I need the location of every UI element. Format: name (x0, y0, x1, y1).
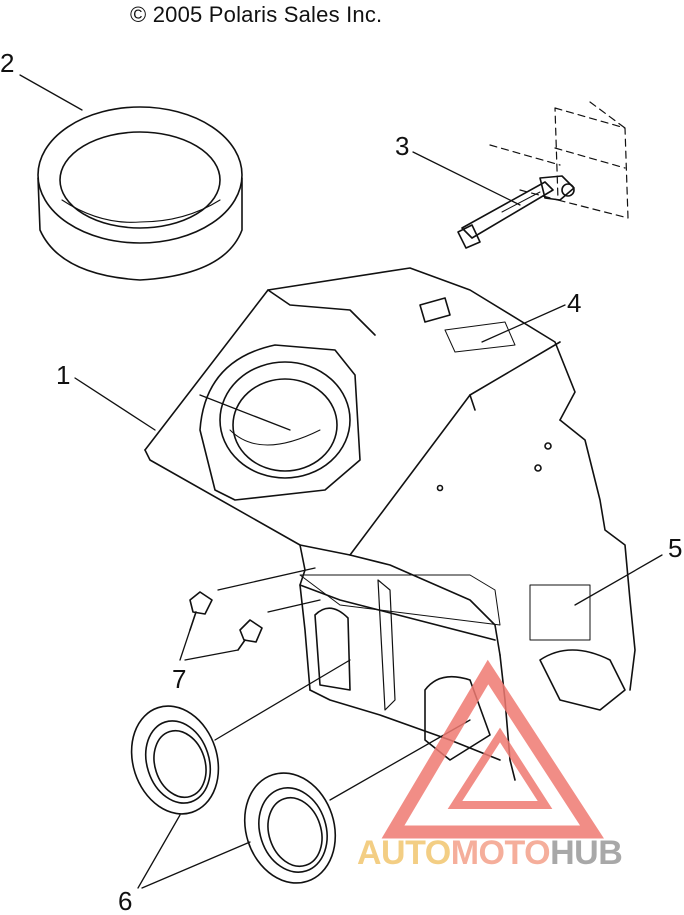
callout-2: 2 (0, 48, 14, 78)
watermark-text-moto: MOTO (451, 834, 550, 872)
seal-parts (130, 705, 337, 884)
watermark-text-hub: HUB (550, 834, 622, 872)
callout-3: 3 (395, 131, 409, 161)
fitting-parts (189, 591, 263, 651)
copyright-notice: © 2005 Polaris Sales Inc. (130, 2, 383, 27)
strap-part (457, 101, 629, 249)
callout-7: 7 (172, 664, 186, 694)
callout-numbers: 1 2 3 4 5 6 7 (0, 48, 682, 915)
foam-ring-part (37, 106, 243, 281)
callout-1: 1 (56, 360, 70, 390)
callout-5: 5 (668, 533, 682, 563)
callout-4: 4 (567, 288, 581, 318)
watermark-logo: AUTOMOTOHUB (357, 659, 623, 872)
svg-text:AUTOMOTOHUB: AUTOMOTOHUB (357, 834, 622, 872)
watermark-text-auto: AUTO (357, 834, 451, 872)
leader-lines (19, 74, 663, 889)
airbox-body-part (144, 267, 636, 781)
callout-6: 6 (118, 886, 132, 915)
